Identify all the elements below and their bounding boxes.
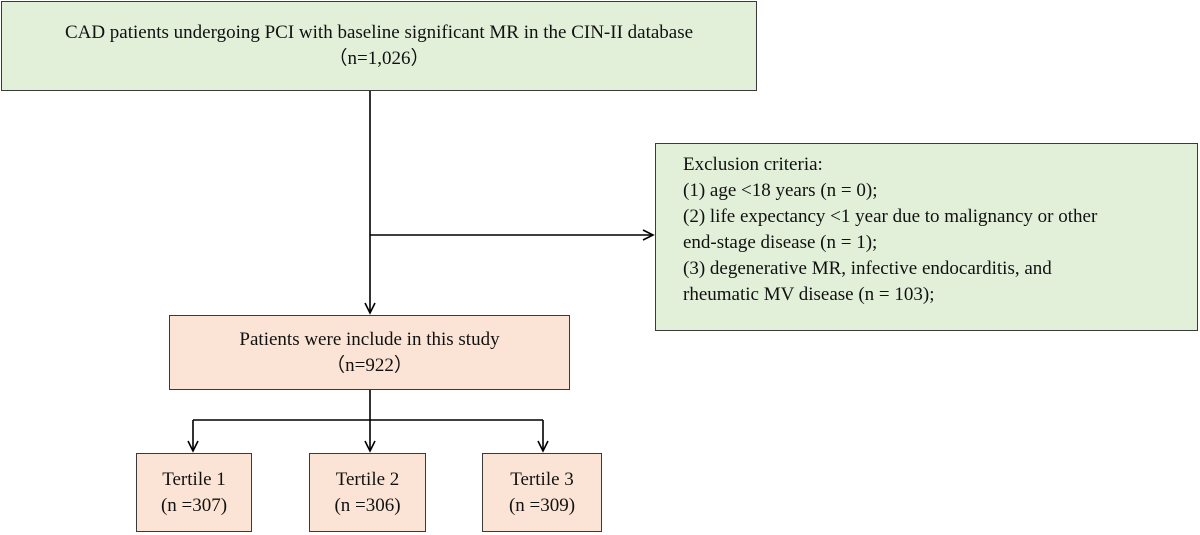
source-population-count: （n=1,026）	[328, 48, 430, 69]
source-population-text: CAD patients undergoing PCI with baselin…	[64, 22, 694, 43]
exclusion-line-1: (1) age <18 years (n = 0);	[683, 180, 878, 201]
included-patients-box: Patients were include in this study （n=9…	[169, 315, 570, 390]
included-patients-text: Patients were include in this study	[239, 328, 500, 350]
tertile-3-box: Tertile 3 (n =309)	[482, 453, 602, 532]
tertile-1-count: (n =307)	[160, 494, 228, 516]
exclusion-line-3: end-stage disease (n = 1);	[683, 232, 878, 253]
exclusion-criteria-box: Exclusion criteria: (1) age <18 years (n…	[655, 143, 1198, 331]
tertile-1-label: Tertile 1	[162, 468, 226, 490]
exclusion-title: Exclusion criteria:	[683, 154, 823, 175]
tertile-2-count: (n =306)	[334, 494, 401, 516]
exclusion-line-2: (2) life expectancy <1 year due to malig…	[683, 206, 1098, 227]
tertile-1-box: Tertile 1 (n =307)	[136, 453, 252, 532]
tertile-3-count: (n =309)	[508, 494, 576, 516]
included-patients-count: （n=922）	[326, 354, 413, 376]
exclusion-line-5: rheumatic MV disease (n = 103);	[683, 284, 935, 305]
tertile-2-box: Tertile 2 (n =306)	[309, 453, 426, 532]
tertile-3-label: Tertile 3	[510, 468, 574, 490]
source-population-box: CAD patients undergoing PCI with baselin…	[1, 1, 757, 91]
tertile-2-label: Tertile 2	[335, 468, 400, 490]
exclusion-line-4: (3) degenerative MR, infective endocardi…	[683, 258, 1052, 279]
